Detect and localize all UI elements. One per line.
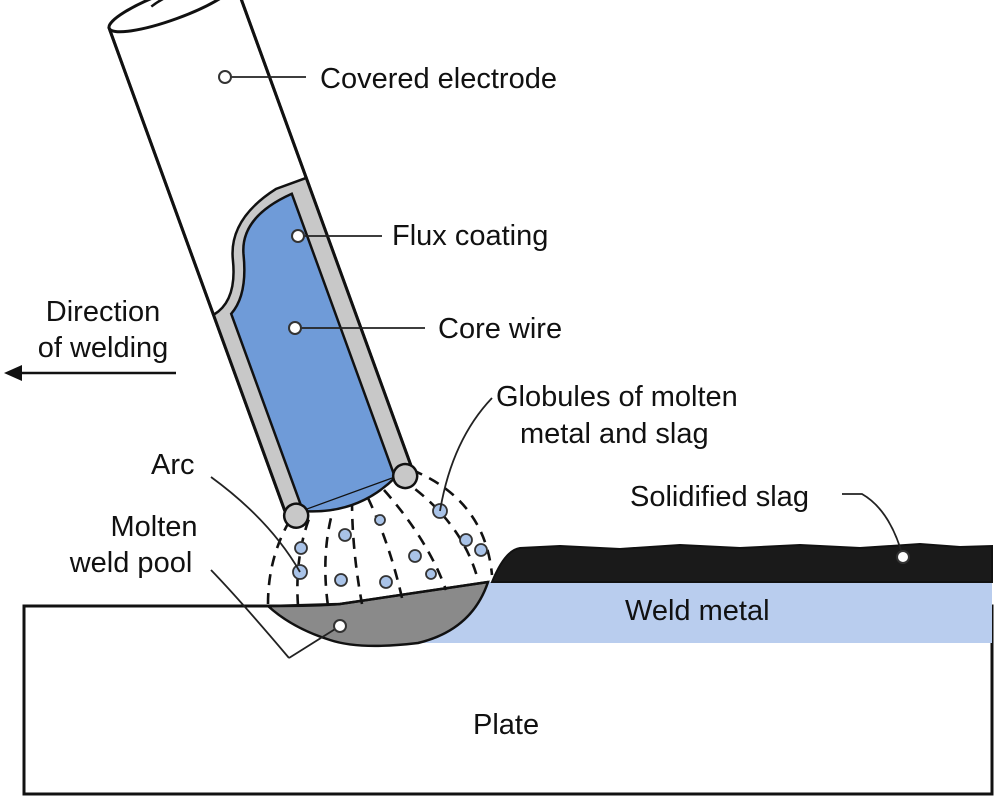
covered-electrode (107, 0, 419, 529)
weld-metal (418, 582, 992, 643)
label-core-wire: Core wire (438, 313, 562, 345)
pool-surface-line (271, 580, 489, 608)
label-molten-line2: weld pool (69, 547, 193, 579)
label-direction-line1: Direction (46, 296, 160, 328)
label-weld-metal: Weld metal (625, 595, 770, 627)
solidified-slag (490, 542, 993, 583)
label-direction-line2: of welding (38, 332, 169, 364)
globules (292, 503, 488, 589)
label-plate: Plate (473, 709, 539, 741)
label-arc: Arc (151, 449, 195, 481)
label-globules-line1: Globules of molten (496, 381, 738, 413)
leader-lines (210, 76, 904, 659)
label-covered-electrode: Covered electrode (320, 63, 557, 95)
label-globules-line2: metal and slag (520, 418, 709, 450)
core-wire (229, 192, 397, 513)
label-flux-coating: Flux coating (392, 220, 548, 252)
direction-arrow (4, 365, 176, 381)
callout-dots (218, 70, 910, 633)
label-molten-line1: Molten (110, 511, 197, 543)
label-solidified-slag: Solidified slag (630, 481, 809, 513)
